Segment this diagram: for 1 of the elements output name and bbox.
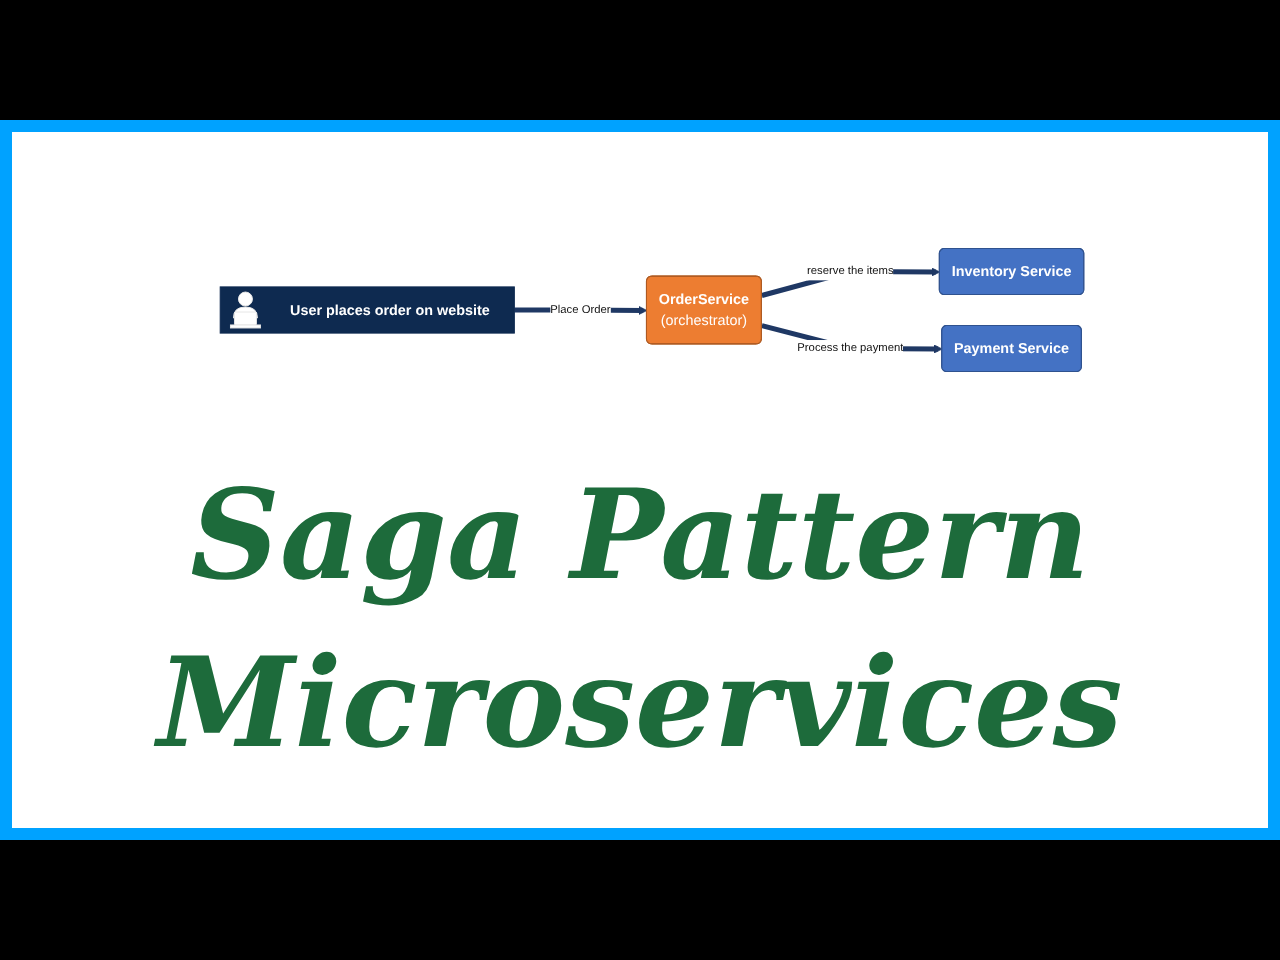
title: Saga Pattern Microservices <box>151 460 1125 780</box>
